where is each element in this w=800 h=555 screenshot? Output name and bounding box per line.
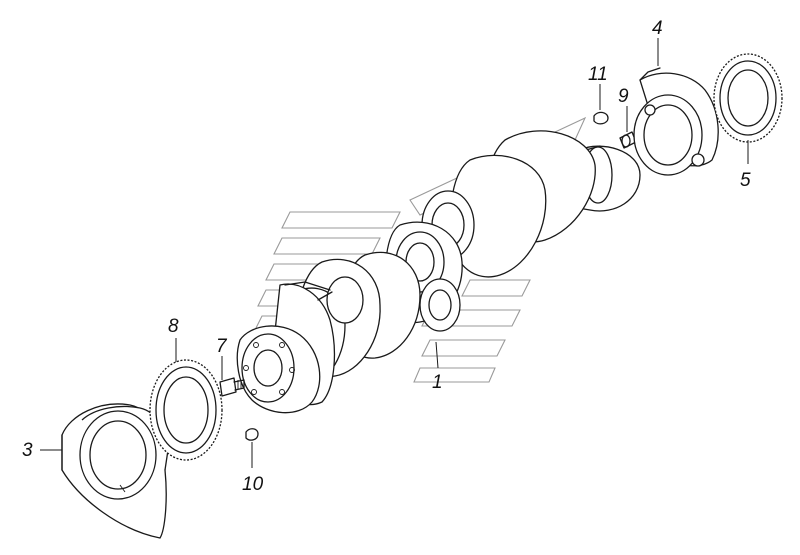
callout-3: 3 [22, 440, 33, 461]
front-key [245, 428, 259, 441]
callout-4: 4 [652, 18, 663, 39]
crankshaft [236, 130, 641, 414]
rear-key [593, 111, 609, 125]
callout-5: 5 [740, 170, 751, 191]
front-counterweight [61, 403, 169, 539]
leader-lines [40, 38, 749, 468]
callout-7: 7 [216, 336, 228, 357]
front-gear [149, 359, 223, 461]
callout-8: 8 [168, 316, 179, 337]
callout-1: 1 [432, 372, 443, 393]
rear-gear [713, 53, 783, 143]
bolt [219, 377, 245, 397]
callout-labels: 4 5 11 9 8 7 10 3 1 [22, 18, 751, 495]
callout-9: 9 [618, 86, 629, 107]
callout-11: 11 [588, 64, 608, 85]
rear-counterweight [633, 67, 719, 176]
callout-10: 10 [242, 474, 264, 495]
